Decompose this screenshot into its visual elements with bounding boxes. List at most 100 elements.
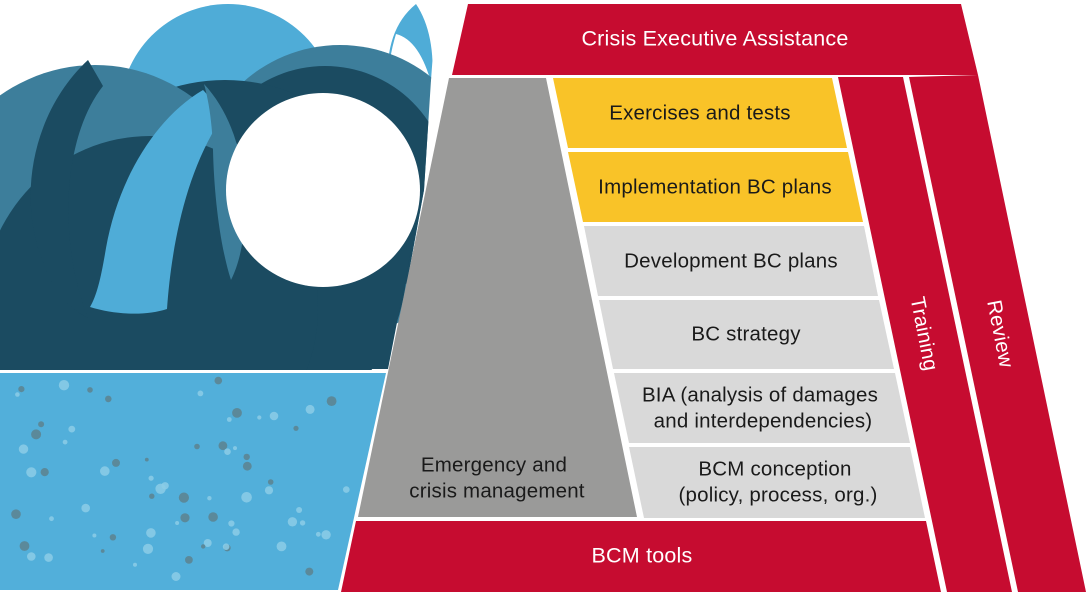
- water-dot: [38, 421, 45, 428]
- water-dot: [142, 543, 154, 555]
- water-dot: [68, 425, 76, 433]
- emergency-block-shape: [358, 78, 637, 517]
- water-dot: [133, 562, 137, 567]
- row-label-line2: and interdependencies): [654, 409, 873, 432]
- row-shape: [629, 447, 925, 518]
- water-dot: [27, 552, 36, 561]
- water-dot: [146, 528, 156, 538]
- water-dot: [100, 549, 105, 553]
- water-dot: [287, 517, 298, 527]
- pyramid-row-bcm-conception: BCM conception (policy, process, org.): [629, 447, 925, 518]
- water-dot: [226, 417, 232, 422]
- water-dot: [203, 539, 212, 547]
- water-dot: [214, 376, 223, 385]
- row-label-line1: BIA (analysis of damages: [642, 383, 878, 406]
- bottom-banner-label: BCM tools: [592, 544, 693, 568]
- pyramid-row-bc-strategy: BC strategy: [599, 300, 894, 369]
- water-dot: [44, 553, 53, 562]
- water-dot: [296, 507, 303, 513]
- bottom-banner-shape: [341, 521, 941, 592]
- water-dots: [11, 376, 350, 581]
- water-dot: [201, 544, 206, 549]
- water-dot: [269, 411, 279, 421]
- water-dot: [161, 482, 169, 490]
- training-band-shape: [838, 77, 1012, 592]
- bottom-banner: BCM tools: [341, 521, 941, 592]
- water-dot: [112, 458, 120, 467]
- row-label-line1: BCM conception: [698, 457, 851, 480]
- water-dot: [171, 572, 181, 581]
- water-dot: [276, 541, 287, 552]
- row-shape: [614, 373, 910, 443]
- water-dot: [40, 468, 49, 477]
- row-shape: [568, 152, 863, 222]
- water-dot: [81, 503, 90, 513]
- water-dot: [197, 390, 204, 397]
- water-dot: [242, 461, 252, 471]
- review-band-shape: [909, 75, 1086, 592]
- water-dot: [100, 466, 110, 476]
- row-shape: [553, 78, 847, 148]
- water-dot: [343, 486, 350, 493]
- top-banner-label: Crisis Executive Assistance: [581, 27, 848, 51]
- row-label-line2: (policy, process, org.): [678, 483, 877, 506]
- review-band: Review: [909, 75, 1086, 592]
- water-dot: [232, 528, 240, 536]
- water-dot: [178, 492, 189, 503]
- water-dot: [185, 556, 193, 564]
- pyramid-row-implementation: Implementation BC plans: [568, 152, 863, 222]
- water-dot: [148, 475, 154, 481]
- water-dot: [293, 425, 299, 431]
- water-dot: [18, 386, 25, 393]
- water-dot: [232, 408, 242, 418]
- emergency-block: Emergency and crisis management: [358, 78, 637, 517]
- water-dot: [299, 520, 306, 526]
- water-dot: [105, 395, 112, 403]
- water-dot: [15, 392, 20, 397]
- row-label: Exercises and tests: [609, 101, 791, 124]
- bcm-pyramid: Crisis Executive Assistance Emergency an…: [341, 4, 1086, 592]
- emergency-block-line1: Emergency and: [421, 453, 567, 476]
- water-dot: [19, 541, 30, 551]
- wave-dark-claw: [30, 60, 103, 318]
- water-dot: [218, 441, 228, 451]
- water-dot: [31, 429, 42, 440]
- water-dot: [175, 521, 180, 525]
- water-dot: [180, 513, 190, 523]
- water-dot: [264, 486, 274, 495]
- water-dot: [321, 530, 331, 540]
- water-dot: [243, 453, 250, 461]
- water-dot: [11, 509, 21, 519]
- water-dot: [257, 415, 262, 420]
- water-dot: [224, 448, 231, 456]
- water-dot: [315, 531, 321, 537]
- row-shape: [599, 300, 894, 369]
- water-dot: [326, 396, 337, 406]
- water-dot: [208, 512, 218, 522]
- wave-lightblue-streak: [90, 90, 221, 314]
- wave-teal-band: [204, 84, 246, 280]
- water-dot: [267, 479, 274, 485]
- wave-illustration: [0, 4, 437, 370]
- water-dot: [144, 457, 149, 462]
- wave-tip-lightblue-sliver: [387, 4, 433, 86]
- water-dot: [92, 533, 97, 538]
- pyramid-row-bia: BIA (analysis of damages and interdepend…: [614, 373, 910, 443]
- row-label: BC strategy: [691, 322, 801, 345]
- water-surface: [0, 373, 386, 590]
- water-dot: [207, 496, 212, 501]
- row-label: Implementation BC plans: [598, 175, 832, 198]
- water-dot: [18, 444, 29, 454]
- water-dot: [228, 520, 235, 527]
- water-block: [0, 373, 386, 590]
- training-band: Training: [838, 77, 1012, 592]
- pyramid-row-development: Development BC plans: [584, 226, 878, 296]
- row-label: Development BC plans: [624, 249, 838, 272]
- emergency-block-line2: crisis management: [409, 479, 585, 502]
- water-dot: [194, 443, 200, 450]
- row-shape: [584, 226, 878, 296]
- water-dot: [109, 534, 117, 541]
- top-banner: Crisis Executive Assistance: [452, 4, 978, 75]
